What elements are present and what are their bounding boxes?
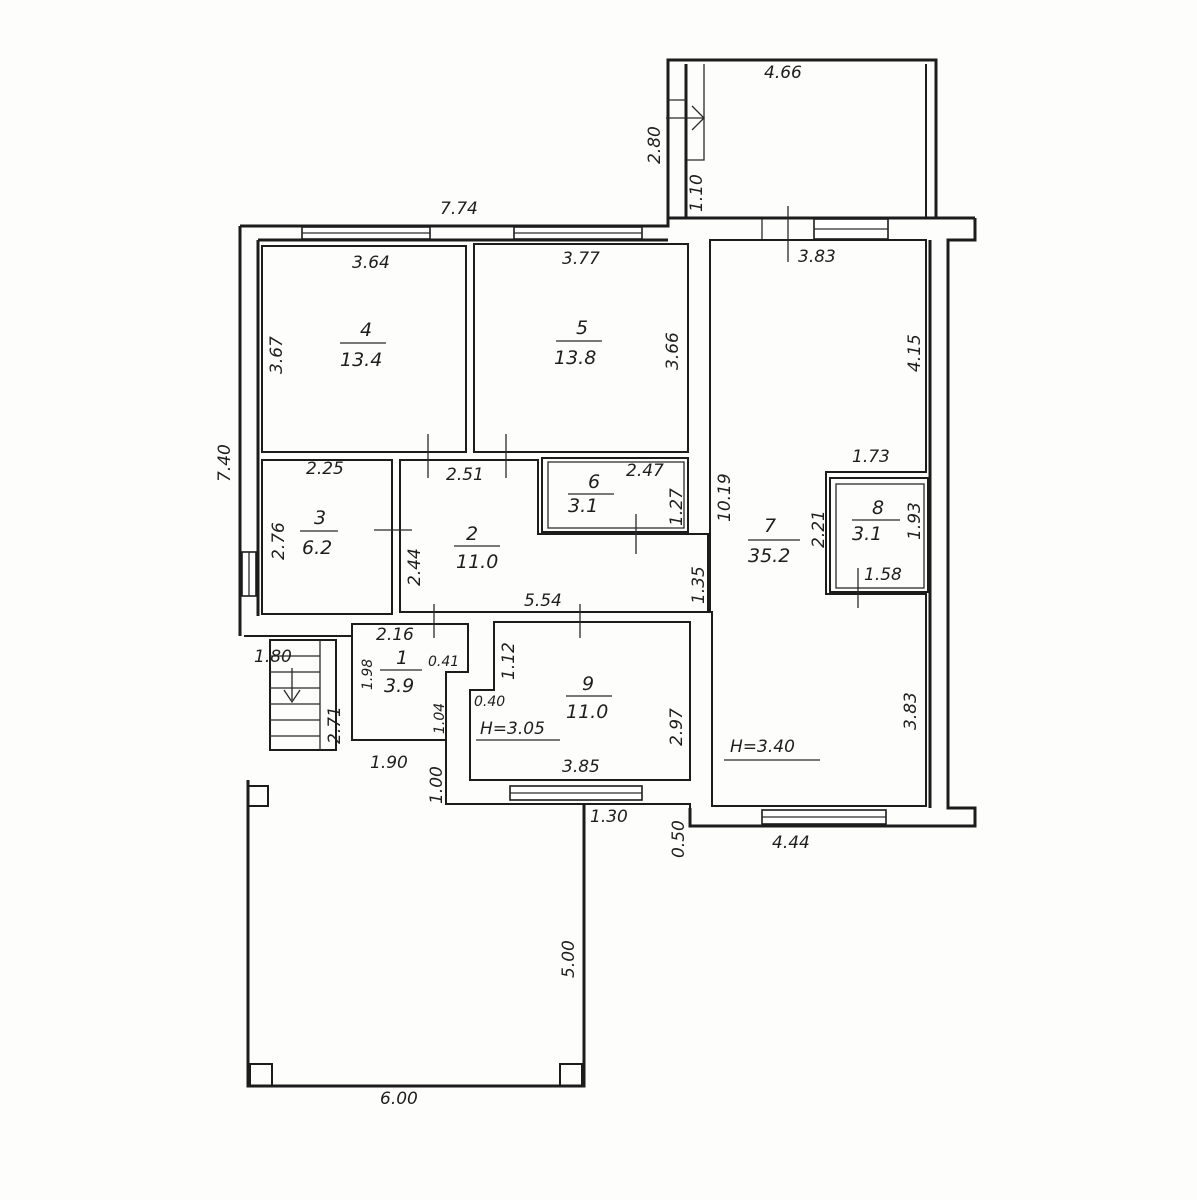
room-6-label: 6 3.1 bbox=[568, 471, 614, 517]
svg-text:11.0: 11.0 bbox=[566, 701, 608, 723]
dim-stair-height: 2.71 bbox=[325, 706, 345, 744]
dim-left-height: 7.40 bbox=[215, 444, 235, 482]
dim-room7-bottom: 4.44 bbox=[772, 833, 810, 853]
svg-text:2: 2 bbox=[466, 523, 478, 545]
room7-ceiling-height: H=3.40 bbox=[730, 737, 795, 757]
door-marks bbox=[374, 206, 859, 638]
room-9-label: 9 11.0 bbox=[566, 673, 612, 723]
dim-room9-step: 0.40 bbox=[474, 694, 505, 710]
svg-text:35.2: 35.2 bbox=[748, 545, 790, 567]
room-2-label: 2 11.0 bbox=[454, 523, 500, 573]
svg-text:3: 3 bbox=[314, 507, 326, 529]
dim-porch-width: 1.90 bbox=[370, 753, 408, 773]
dim-room7-lower: 3.83 bbox=[901, 692, 921, 730]
svg-text:13.4: 13.4 bbox=[340, 349, 382, 371]
dim-room3-height: 2.76 bbox=[269, 522, 289, 560]
dim-room9-right: 2.97 bbox=[667, 708, 687, 746]
room-7-label: 7 35.2 bbox=[748, 515, 800, 567]
dim-room8-top: 1.73 bbox=[852, 447, 890, 467]
annex bbox=[666, 58, 938, 218]
dimension-labels: 7.74 3.64 3.77 3.83 4.66 3.67 3.66 4.15 … bbox=[215, 63, 925, 1109]
svg-text:3.1: 3.1 bbox=[568, 495, 598, 517]
outer-walls bbox=[238, 216, 977, 828]
room-1-label: 1 3.9 bbox=[380, 647, 422, 697]
dim-room2-side: 2.44 bbox=[405, 548, 425, 586]
dim-room7-diag: 10.19 bbox=[715, 473, 735, 522]
dim-room1-left: 1.98 bbox=[360, 659, 376, 690]
dim-terrace-height: 5.00 bbox=[559, 940, 579, 978]
dim-stair-width: 1.80 bbox=[254, 647, 292, 667]
terrace bbox=[246, 780, 586, 1088]
dim-bottom-seg: 1.30 bbox=[590, 807, 628, 827]
svg-text:5: 5 bbox=[576, 317, 588, 339]
dim-room5-width: 3.77 bbox=[562, 249, 600, 269]
dim-porch-step: 1.00 bbox=[427, 766, 447, 804]
windows bbox=[241, 218, 889, 825]
svg-text:6.2: 6.2 bbox=[302, 537, 332, 559]
dim-room4-width: 3.64 bbox=[352, 253, 390, 273]
dim-bottom-step: 0.50 bbox=[669, 820, 689, 858]
stairs bbox=[269, 639, 337, 751]
dim-room2-top: 2.51 bbox=[446, 465, 484, 485]
dim-room2-bottom: 5.54 bbox=[524, 591, 562, 611]
svg-text:7: 7 bbox=[764, 515, 776, 537]
dim-room1-top: 2.16 bbox=[376, 625, 414, 645]
room-5-label: 5 13.8 bbox=[554, 317, 602, 369]
svg-text:4: 4 bbox=[360, 319, 372, 341]
dim-room6-width: 2.47 bbox=[626, 461, 664, 481]
svg-text:13.8: 13.8 bbox=[554, 347, 596, 369]
room9-ceiling-height: H=3.05 bbox=[480, 719, 545, 739]
interior-walls bbox=[244, 239, 929, 826]
dim-room8-left: 2.21 bbox=[809, 510, 829, 548]
svg-text:3.1: 3.1 bbox=[852, 523, 882, 545]
room-3-label: 3 6.2 bbox=[300, 507, 338, 559]
svg-text:9: 9 bbox=[582, 673, 594, 695]
dim-room8-right: 1.93 bbox=[905, 502, 925, 540]
dim-room3-width: 2.25 bbox=[306, 459, 344, 479]
svg-text:3.9: 3.9 bbox=[384, 675, 414, 697]
dim-terrace-width: 6.00 bbox=[380, 1089, 418, 1109]
svg-text:11.0: 11.0 bbox=[456, 551, 498, 573]
dim-top-width: 7.74 bbox=[440, 199, 478, 219]
dim-room9-bottom: 3.85 bbox=[562, 757, 600, 777]
svg-text:1: 1 bbox=[396, 647, 408, 669]
dim-room7-gap: 1.35 bbox=[689, 566, 709, 604]
dim-room1-right-a: 0.41 bbox=[428, 654, 459, 670]
room-4-label: 4 13.4 bbox=[340, 319, 386, 371]
dim-annex-height: 2.80 bbox=[645, 126, 665, 164]
dim-room7-top: 3.83 bbox=[798, 247, 836, 267]
dim-room6-height: 1.27 bbox=[667, 488, 687, 526]
dim-annex-step: 1.10 bbox=[687, 174, 707, 212]
dim-room9-left: 1.12 bbox=[499, 642, 519, 680]
svg-text:6: 6 bbox=[588, 471, 600, 493]
dim-annex-width: 4.66 bbox=[764, 63, 802, 83]
dim-room5-height: 3.66 bbox=[663, 332, 683, 370]
dim-room1-right-b: 1.04 bbox=[432, 703, 448, 734]
room-labels: 4 13.4 5 13.8 3 6.2 2 11.0 6 3.1 7 35.2 bbox=[300, 317, 900, 723]
svg-text:8: 8 bbox=[872, 497, 884, 519]
dim-room8-bottom: 1.58 bbox=[864, 565, 902, 585]
room-8-label: 8 3.1 bbox=[852, 497, 900, 545]
dim-room7-side: 4.15 bbox=[905, 334, 925, 372]
dim-room4-height: 3.67 bbox=[267, 336, 287, 374]
